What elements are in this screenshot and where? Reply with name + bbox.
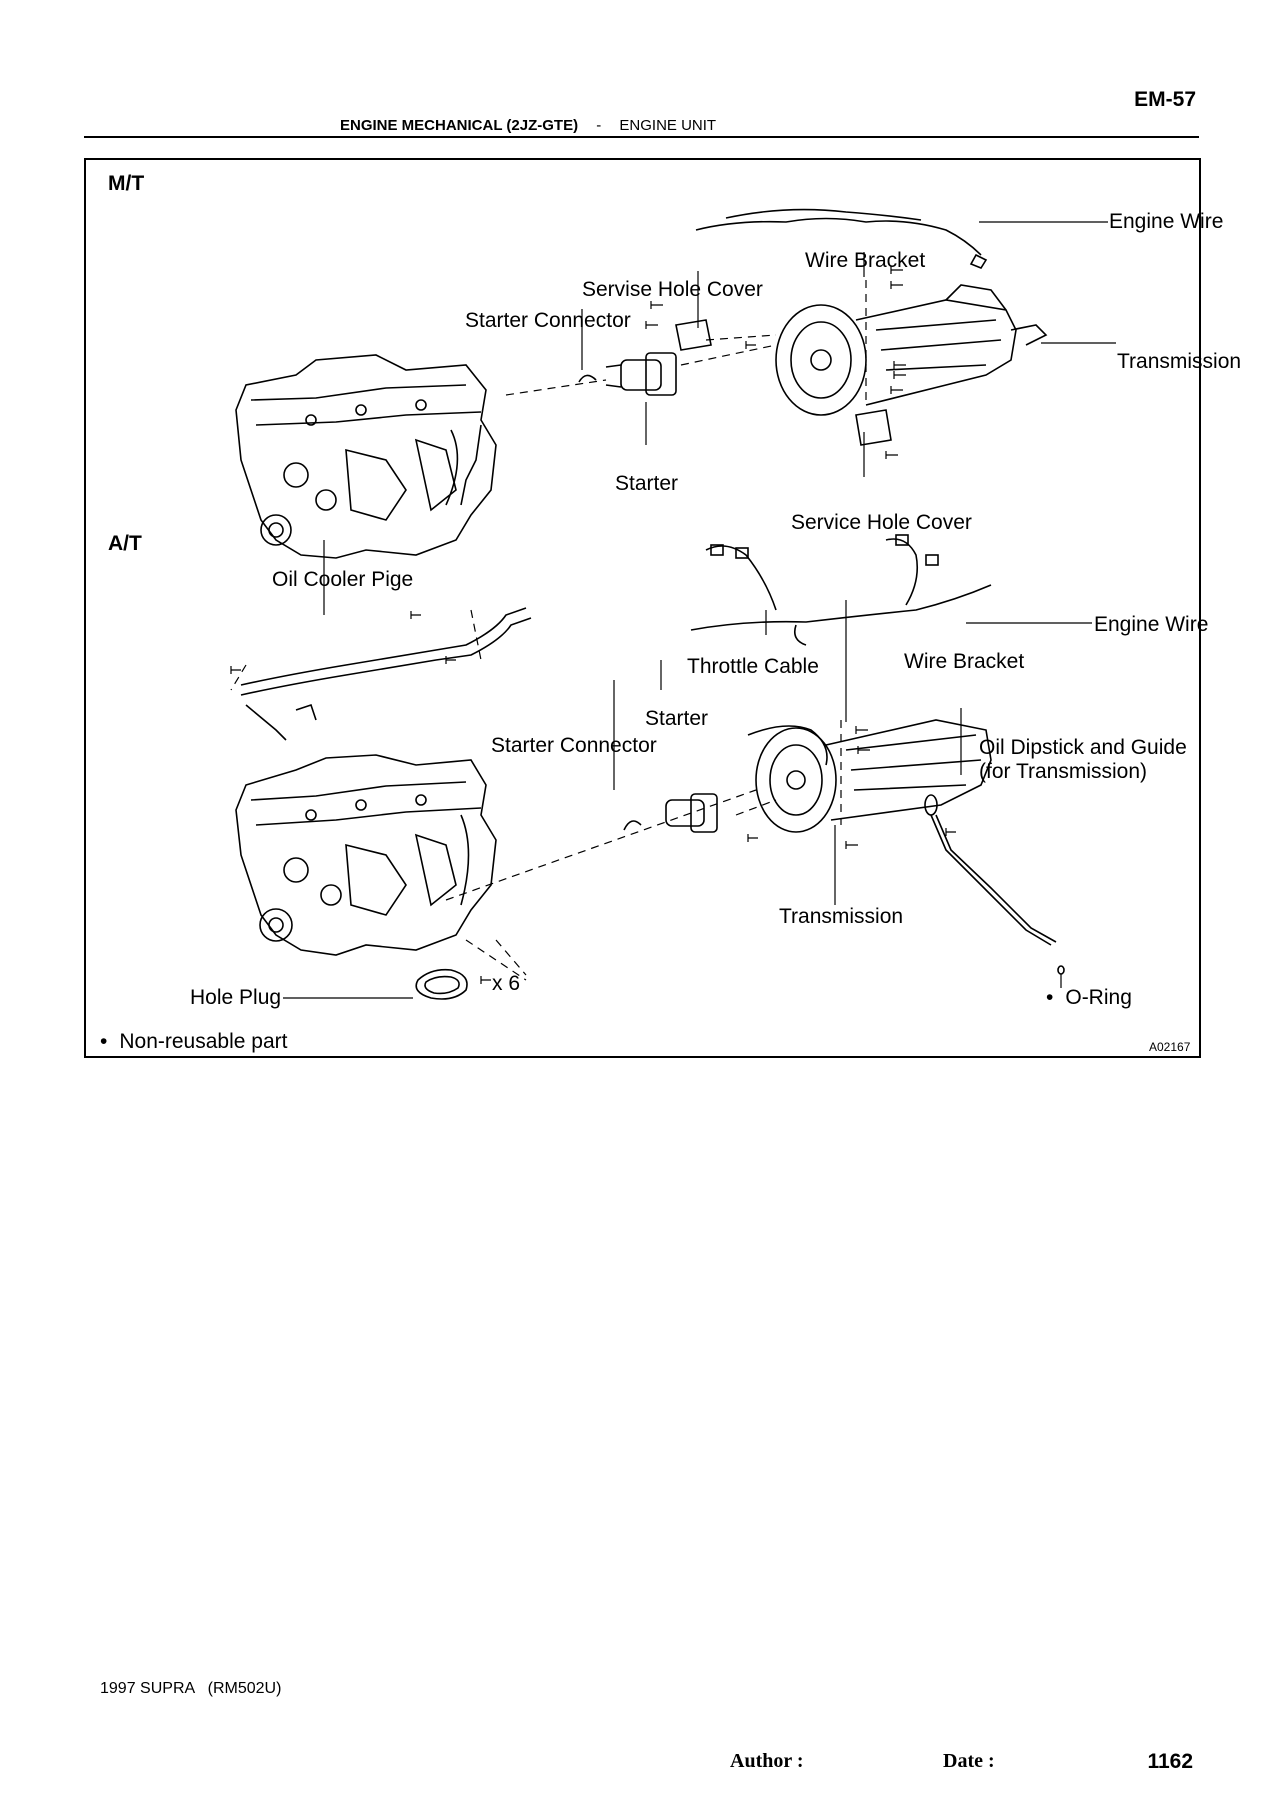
at-label-o-ring: • O-Ring: [1046, 986, 1132, 1010]
at-label-starter: Starter: [645, 707, 709, 730]
footer-author-label: Author :: [730, 1750, 804, 1772]
at-hole-plug: [415, 968, 468, 1000]
at-throttle-cable: [747, 725, 828, 766]
legend-bullet: •: [100, 1030, 108, 1053]
at-label-starter-connector: Starter Connector: [491, 734, 657, 757]
mt-label-wire-bracket: Wire Bracket: [805, 249, 926, 272]
at-leader-lines: [283, 540, 1092, 999]
mt-engine-block: [235, 354, 497, 559]
at-o-ring: [1057, 965, 1065, 975]
o-ring-text: O-Ring: [1065, 986, 1132, 1009]
at-label-engine-wire: Engine Wire: [1094, 613, 1209, 636]
mt-assembly-lines: [505, 280, 867, 400]
at-oil-dipstick: [924, 794, 1057, 946]
legend-text: Non-reusable part: [119, 1030, 288, 1053]
at-transmission: [755, 719, 992, 833]
at-heading: A/T: [108, 532, 142, 555]
at-engine-wire: [690, 534, 992, 646]
exploded-view-drawing: [230, 208, 1116, 1000]
mt-label-starter-connector: Starter Connector: [465, 309, 631, 332]
at-assembly-lines: [230, 609, 842, 981]
at-engine-block: [235, 754, 497, 956]
footer-model: 1997 SUPRA (RM502U): [100, 1680, 282, 1697]
at-bolts: [230, 611, 956, 984]
figure-code: A02167: [1149, 1040, 1191, 1054]
footer-page-number: 1162: [1147, 1750, 1193, 1773]
mt-label-engine-wire: Engine Wire: [1109, 210, 1224, 233]
mt-starter-connector: [578, 374, 597, 383]
mt-bolts: [645, 266, 906, 459]
at-starter-connector: [623, 820, 642, 831]
at-label-hole-plug: Hole Plug: [190, 986, 282, 1009]
mt-label-servise-hole-cover: Servise Hole Cover: [582, 278, 763, 301]
at-oil-cooler-pipe: [240, 607, 532, 741]
mt-label-starter: Starter: [615, 472, 679, 495]
mt-leader-lines: [581, 221, 1116, 477]
figure-frame: M/T A/T Engine Wire Wire Bracket Servise…: [84, 158, 1241, 1058]
at-label-oil-cooler-pige: Oil Cooler Pige: [272, 568, 414, 591]
at-label-x6: x 6: [492, 972, 521, 995]
running-header: ENGINE MECHANICAL (2JZ-GTE) - ENGINE UNI…: [340, 117, 716, 134]
legend-non-reusable: • Non-reusable part: [100, 1030, 287, 1054]
non-reusable-bullet: •: [1046, 986, 1054, 1009]
section-title: ENGINE MECHANICAL (2JZ-GTE): [340, 117, 579, 134]
page-code: EM-57: [1134, 88, 1196, 111]
header-rule: [84, 136, 1199, 138]
at-label-oil-dipstick-note: (for Transmission): [979, 760, 1148, 783]
mt-starter: [605, 352, 677, 396]
mt-label-service-hole-cover: Service Hole Cover: [791, 511, 972, 534]
header-separator: -: [596, 117, 602, 134]
subsection-title: ENGINE UNIT: [619, 117, 717, 134]
at-label-wire-bracket: Wire Bracket: [904, 650, 1025, 673]
mt-servise-hole-cover: [675, 319, 712, 351]
at-label-transmission: Transmission: [779, 905, 904, 928]
mt-heading: M/T: [108, 172, 145, 195]
mt-label-transmission: Transmission: [1117, 350, 1242, 373]
at-starter: [665, 793, 718, 833]
mt-transmission: [775, 284, 1048, 416]
mt-engine-wire: [695, 208, 988, 269]
at-label-oil-dipstick: Oil Dipstick and Guide: [979, 736, 1187, 759]
at-label-throttle-cable: Throttle Cable: [687, 655, 819, 678]
footer-date-label: Date :: [943, 1750, 995, 1772]
mt-service-hole-cover: [855, 409, 892, 446]
